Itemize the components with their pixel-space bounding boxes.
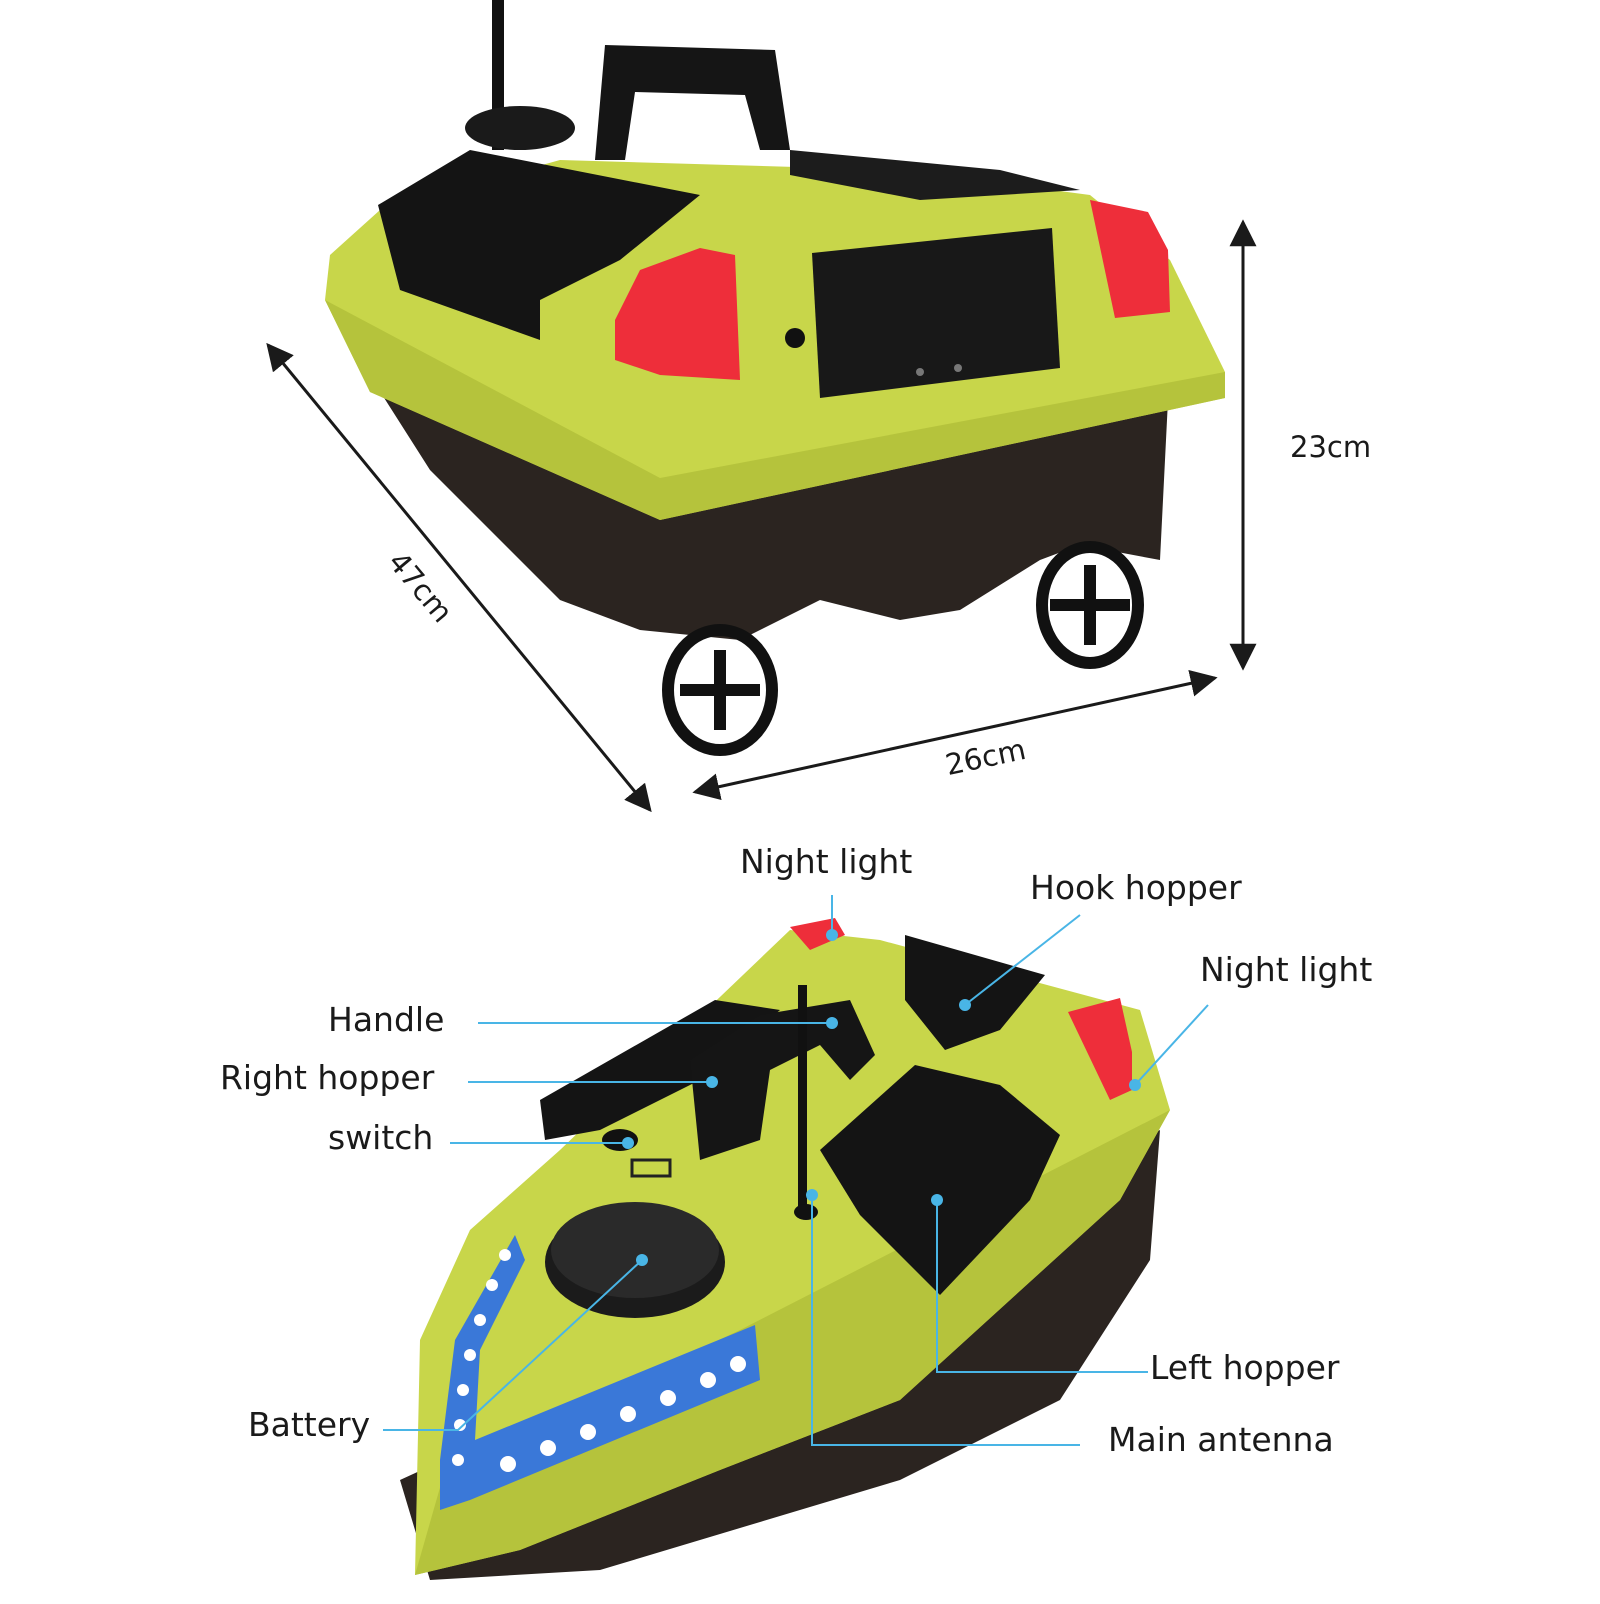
- hopper-right-rear: [790, 150, 1080, 200]
- battery-cap-rear: [465, 106, 575, 150]
- main-antenna-shape: [798, 985, 807, 1210]
- rear-panel: [812, 228, 1060, 398]
- callout-right-hopper: Right hopper: [220, 1058, 435, 1097]
- hook-hopper-shape: [905, 935, 1045, 1050]
- callout-night-light-right: Night light: [1200, 950, 1373, 989]
- night-light-right-rear: [1090, 200, 1170, 318]
- callout-switch: switch: [328, 1118, 434, 1157]
- led-strip: [440, 1235, 760, 1510]
- height-label: 23cm: [1290, 430, 1372, 464]
- propeller-left: [662, 624, 778, 756]
- handle-rear: [595, 45, 790, 160]
- callout-hook-hopper: Hook hopper: [1030, 868, 1242, 907]
- callout-night-light-top: Night light: [740, 842, 913, 881]
- callout-left-hopper: Left hopper: [1150, 1348, 1340, 1387]
- right-hopper-shape: [540, 1000, 780, 1140]
- propeller-right: [1036, 541, 1144, 669]
- length-dimension-line: [266, 342, 652, 813]
- hopper-left-rear: [378, 150, 700, 340]
- callout-handle: Handle: [328, 1000, 445, 1039]
- battery-indicator-icon: [630, 1158, 672, 1178]
- front-view-boat: [400, 918, 1170, 1580]
- callout-battery: Battery: [248, 1405, 371, 1444]
- leader-lines: [383, 895, 1209, 1446]
- handle-shape: [690, 1000, 875, 1160]
- rear-view-boat: [325, 0, 1225, 756]
- callout-main-antenna: Main antenna: [1108, 1420, 1334, 1459]
- left-hopper-shape: [820, 1065, 1060, 1295]
- night-light-right-front: [1068, 998, 1132, 1100]
- led-dots: [452, 1249, 746, 1472]
- width-dimension-line: [692, 670, 1218, 800]
- callout-dots: [622, 929, 1141, 1266]
